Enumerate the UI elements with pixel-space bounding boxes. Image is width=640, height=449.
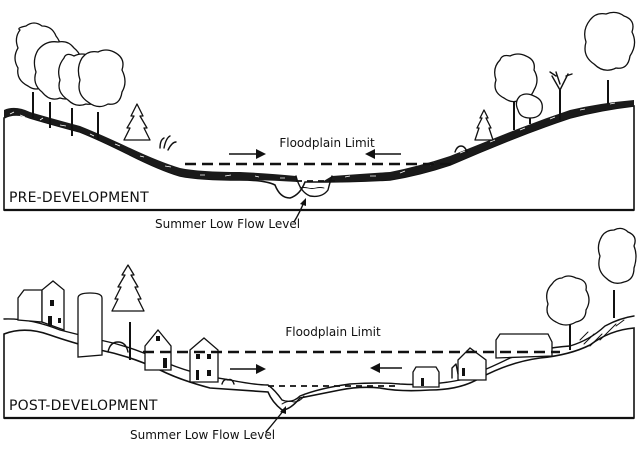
post-low-flow-label: Summer Low Flow Level: [130, 428, 275, 442]
post-right-buildings: [412, 227, 637, 388]
pre-water-surface: [299, 187, 325, 189]
pre-low-flow-label: Summer Low Flow Level: [155, 217, 300, 231]
house-2: [189, 337, 219, 383]
post-development-label: POST-DEVELOPMENT: [9, 398, 158, 414]
post-development-panel: Floodplain Limit POST-DEVELOPMENT Summer…: [3, 227, 637, 442]
post-right-tree-2: [597, 227, 637, 284]
post-right-tree-1: [546, 275, 590, 326]
post-left-buildings: [17, 264, 235, 385]
pre-floodplain-limit-label: Floodplain Limit: [279, 136, 375, 150]
farmhouse-small: [17, 289, 43, 323]
post-conifer: [111, 264, 145, 312]
house-3: [412, 366, 440, 388]
post-arrow-left: [370, 363, 402, 373]
pre-development-panel: Floodplain Limit PRE-DEVELOPMENT Summer …: [3, 11, 636, 231]
silo: [77, 292, 103, 358]
pre-arrow-right: [229, 149, 266, 159]
pre-soil-layer: [4, 107, 298, 182]
pre-ground-profile: [3, 105, 635, 211]
pre-stream-channel: [295, 175, 333, 198]
pre-left-trees: [14, 22, 177, 151]
pre-arrow-left: [365, 149, 401, 159]
pre-right-trees: [454, 11, 636, 153]
post-floodplain-limit-label: Floodplain Limit: [285, 325, 381, 339]
post-arrow-right: [230, 364, 266, 374]
pre-soil-layer-right: [322, 100, 634, 182]
barn-long: [495, 333, 553, 359]
pre-development-label: PRE-DEVELOPMENT: [9, 190, 149, 206]
